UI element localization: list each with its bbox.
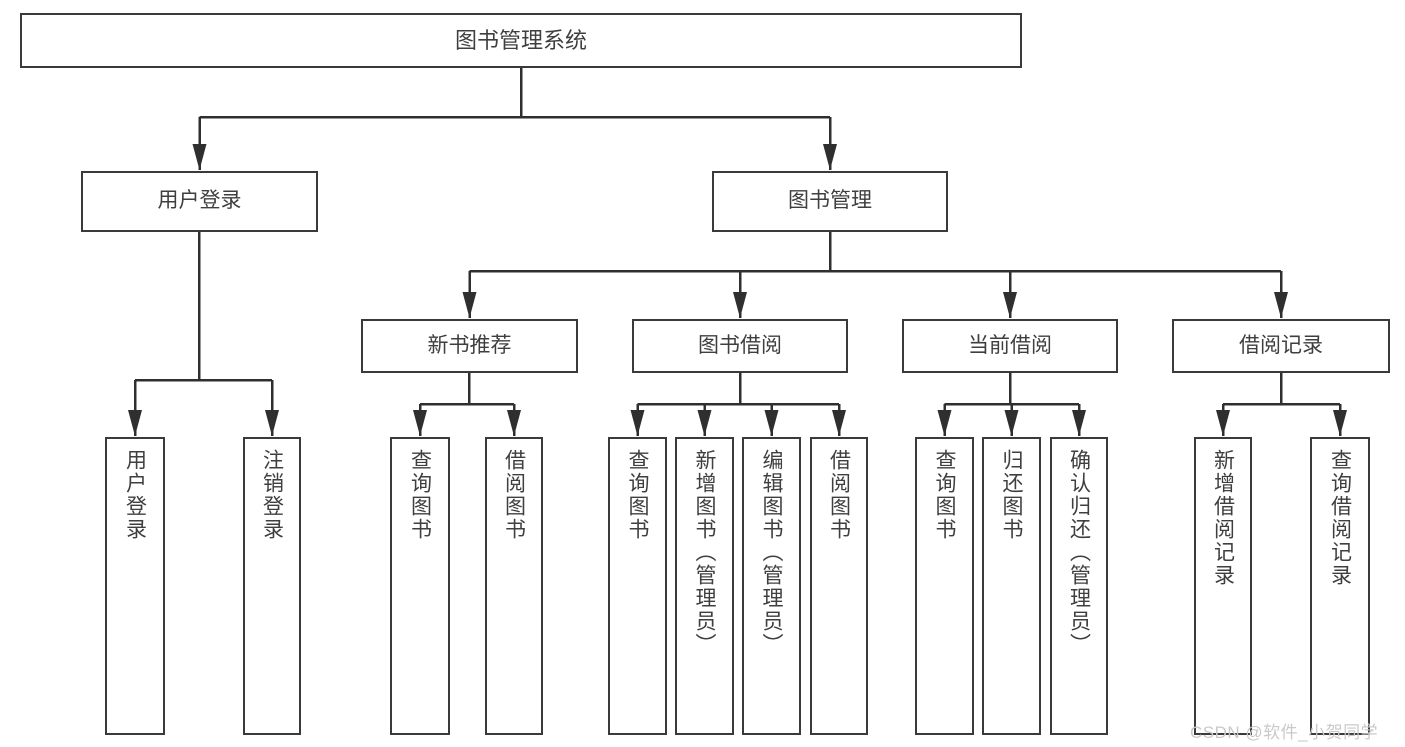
edge-arrowhead	[1274, 292, 1288, 318]
node-label: 借阅图书	[827, 449, 851, 541]
node-label: 查询图书	[408, 449, 432, 541]
edge-arrowhead	[1216, 410, 1230, 436]
edge-arrowhead	[265, 410, 279, 436]
edge-arrowhead	[630, 410, 645, 436]
node-leaf-cur-return-book[interactable]: 归还图书	[982, 437, 1041, 735]
csdn-watermark: CSDN @软件_小贺同学	[1190, 723, 1379, 742]
node-leaf-user-logout[interactable]: 注销登录	[243, 437, 301, 735]
edge-arrowhead	[832, 410, 846, 436]
edge-arrowhead	[462, 292, 477, 318]
node-label: 当前借阅	[968, 333, 1052, 357]
node-borrow-record[interactable]: 借阅记录	[1172, 319, 1390, 373]
node-leaf-borrow-query-book[interactable]: 查询图书	[608, 437, 667, 735]
node-label: 新书推荐	[427, 333, 512, 357]
edge-arrowhead	[128, 410, 142, 436]
node-label: 确认归还（管理员）	[1067, 449, 1091, 656]
node-user-login[interactable]: 用户登录	[81, 171, 318, 232]
node-label: 借阅记录	[1239, 333, 1323, 357]
node-leaf-borrow-lend-book[interactable]: 借阅图书	[810, 437, 868, 735]
edge-arrowhead	[1003, 292, 1017, 318]
node-leaf-borrow-edit-book[interactable]: 编辑图书（管理员）	[742, 437, 801, 735]
node-label: 图书管理系统	[454, 27, 587, 53]
edge-arrowhead	[764, 410, 779, 436]
edge-arrowhead	[192, 144, 207, 170]
node-leaf-rec-borrow-book[interactable]: 借阅图书	[485, 437, 543, 735]
edge-arrowhead	[507, 410, 521, 436]
edge-arrowhead	[823, 144, 837, 170]
node-label: 用户登录	[123, 449, 147, 541]
edge-arrowhead	[1333, 410, 1347, 436]
node-leaf-rec-query-book[interactable]: 查询图书	[390, 437, 450, 735]
node-label: 编辑图书（管理员）	[760, 449, 783, 656]
node-new-book-rec[interactable]: 新书推荐	[361, 319, 578, 373]
node-label: 用户登录	[157, 189, 242, 213]
edge-arrowhead	[697, 410, 712, 436]
node-leaf-cur-confirm-return[interactable]: 确认归还（管理员）	[1050, 437, 1108, 735]
node-leaf-rec-add-record[interactable]: 新增借阅记录	[1194, 437, 1252, 735]
node-book-manage[interactable]: 图书管理	[712, 171, 948, 232]
node-label: 查询借阅记录	[1328, 449, 1352, 587]
node-label: 注销登录	[260, 449, 284, 541]
node-label: 查询图书	[626, 449, 649, 541]
node-leaf-cur-query-book[interactable]: 查询图书	[915, 437, 974, 735]
edge-arrowhead	[1004, 410, 1019, 436]
node-label: 归还图书	[1000, 449, 1023, 541]
node-leaf-rec-query-record[interactable]: 查询借阅记录	[1310, 437, 1370, 735]
node-label: 图书借阅	[698, 333, 782, 357]
node-leaf-borrow-add-book[interactable]: 新增图书（管理员）	[675, 437, 734, 735]
edge-arrowhead	[1072, 410, 1086, 436]
node-label: 新增图书（管理员）	[693, 449, 716, 656]
node-label: 查询图书	[933, 449, 956, 541]
edge-arrowhead	[937, 410, 952, 436]
node-label: 借阅图书	[502, 449, 526, 541]
node-label: 图书管理	[788, 189, 872, 213]
edge-arrowhead	[413, 410, 427, 436]
edge-arrowhead	[733, 292, 747, 318]
node-current-borrow[interactable]: 当前借阅	[902, 319, 1118, 373]
node-leaf-user-login[interactable]: 用户登录	[105, 437, 165, 735]
node-label: 新增借阅记录	[1211, 449, 1235, 587]
node-root[interactable]: 图书管理系统	[20, 13, 1022, 68]
node-book-borrow[interactable]: 图书借阅	[632, 319, 848, 373]
